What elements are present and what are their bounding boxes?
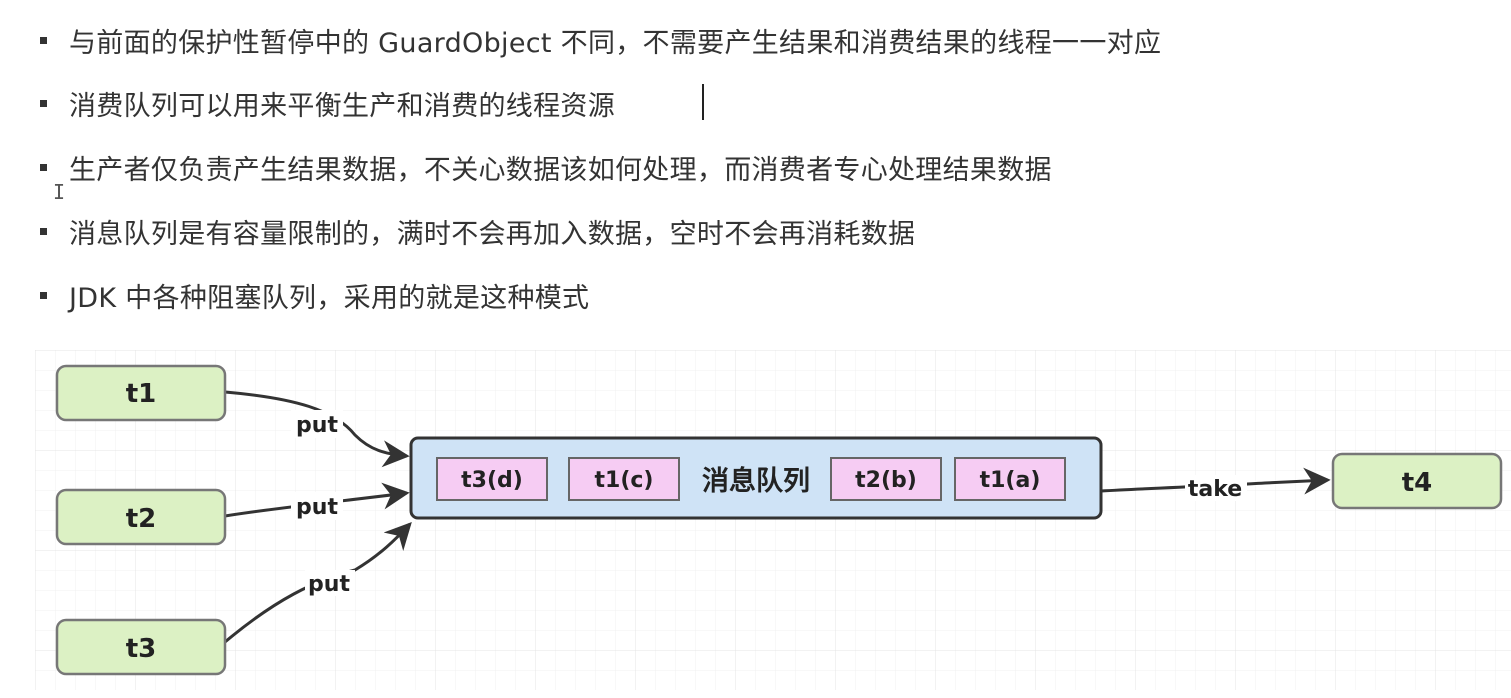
bullet-item: 与前面的保护性暂停中的 GuardObject 不同，不需要产生结果和消费结果的… — [40, 20, 1161, 60]
bullet-item: 消费队列可以用来平衡生产和消费的线程资源 — [40, 83, 615, 123]
bullet-item: JDK 中各种阻塞队列，采用的就是这种模式 — [40, 275, 589, 315]
bullet-text: 消息队列是有容量限制的，满时不会再加入数据，空时不会再消耗数据 — [69, 218, 916, 250]
bullet-marker — [40, 99, 47, 107]
text-caret — [702, 84, 704, 120]
thread-label: t1 — [126, 379, 157, 409]
bullet-marker — [40, 36, 47, 44]
bullet-marker — [40, 291, 47, 299]
message-queue: t3(d) t1(c) 消息队列 t2(b) t1(a) — [409, 436, 1103, 520]
thread-node-t1: t1 — [55, 364, 227, 422]
i-beam-cursor-icon: I — [53, 180, 66, 204]
put-label-t3: put — [308, 572, 350, 597]
bullet-marker — [40, 163, 47, 171]
put-label-t1: put — [296, 413, 338, 438]
thread-node-t3: t3 — [55, 618, 227, 676]
put-edge-t1 — [224, 390, 410, 468]
queue-label: 消息队列 — [702, 465, 810, 497]
thread-label: t2 — [126, 504, 157, 534]
queue-item-label: t1(a) — [980, 468, 1041, 493]
queue-item: t1(c) — [568, 457, 680, 501]
bullet-item: 生产者仅负责产生结果数据，不关心数据该如何处理，而消费者专心处理结果数据 — [40, 147, 1052, 187]
put-label-t2: put — [296, 495, 338, 520]
thread-node-t2: t2 — [55, 488, 227, 546]
bullet-text: JDK 中各种阻塞队列，采用的就是这种模式 — [69, 282, 590, 314]
grid-background — [35, 350, 1511, 690]
bullet-text: 消费队列可以用来平衡生产和消费的线程资源 — [69, 90, 615, 122]
queue-item: t3(d) — [436, 457, 548, 501]
diagram-canvas: put put put take t1 t2 t3 t3(d) — [35, 350, 1511, 690]
take-edge-t4 — [1100, 467, 1331, 495]
thread-label: t3 — [126, 634, 157, 664]
bullet-item: 消息队列是有容量限制的，满时不会再加入数据，空时不会再消耗数据 — [40, 211, 915, 251]
queue-item-label: t2(b) — [855, 468, 917, 493]
thread-label: t4 — [1402, 468, 1433, 498]
bullet-text: 生产者仅负责产生结果数据，不关心数据该如何处理，而消费者专心处理结果数据 — [69, 154, 1052, 186]
bullet-text: 与前面的保护性暂停中的 GuardObject 不同，不需要产生结果和消费结果的… — [69, 27, 1162, 59]
bullet-marker — [40, 227, 47, 235]
queue-item-label: t1(c) — [595, 468, 654, 493]
queue-item-label: t3(d) — [461, 468, 523, 493]
take-label: take — [1188, 477, 1242, 502]
queue-item: t1(a) — [954, 457, 1066, 501]
producer-consumer-diagram: put put put take t1 t2 t3 t3(d) — [35, 350, 1511, 690]
queue-item: t2(b) — [830, 457, 942, 501]
thread-node-t4: t4 — [1331, 452, 1503, 510]
